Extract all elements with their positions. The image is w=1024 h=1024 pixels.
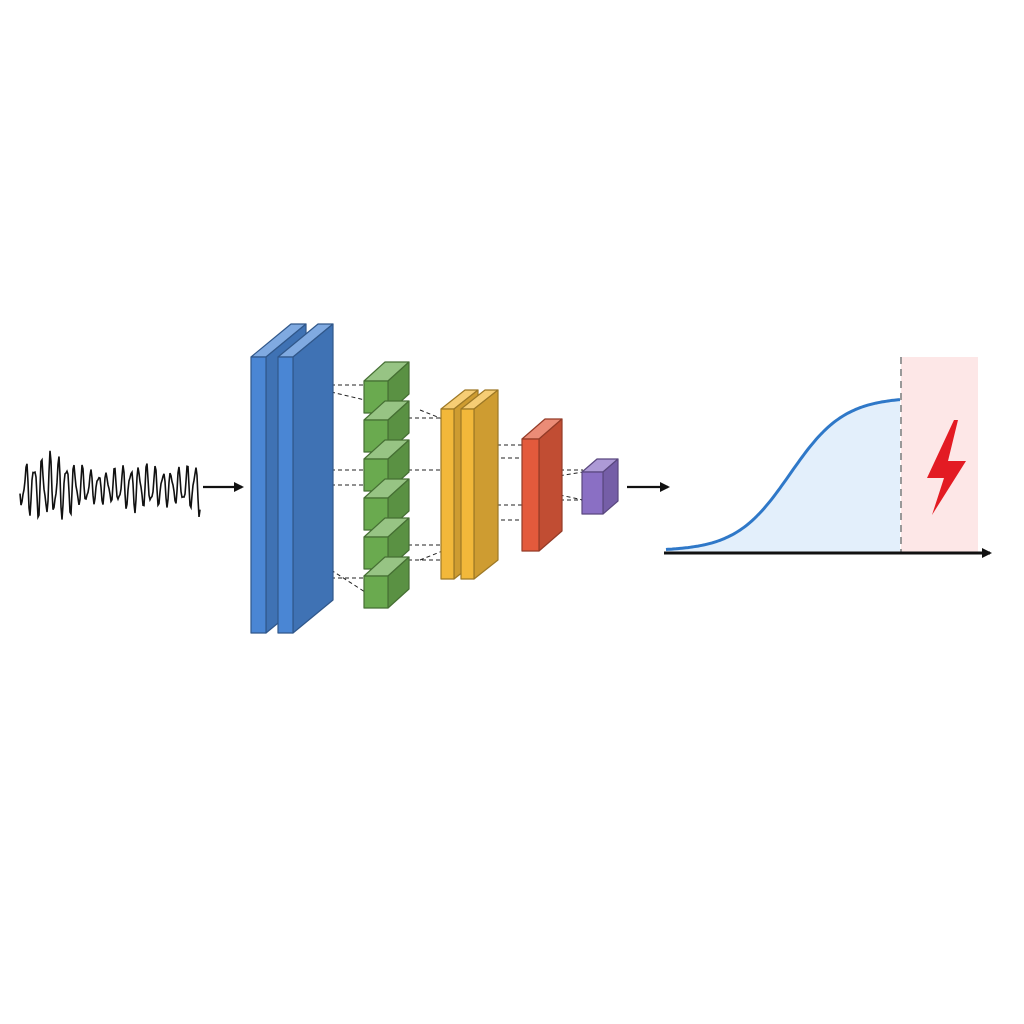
- feature-layer-block: [440, 389, 499, 580]
- sigmoid-curve: [665, 398, 901, 551]
- feature-slab-2-front: [460, 408, 475, 580]
- connector-line: [545, 471, 584, 479]
- lightning-icon: [927, 420, 966, 515]
- pool-cube-6-front: [363, 575, 389, 609]
- output-cube-front: [581, 471, 604, 515]
- output-node-block: [581, 458, 619, 515]
- connector-line: [330, 569, 366, 593]
- conv-slab-2-side: [292, 323, 334, 634]
- feature-slab-1-front: [440, 408, 455, 580]
- connector-line: [330, 391, 366, 401]
- pooling-layer-block: [363, 361, 410, 609]
- connector-line: [545, 491, 584, 501]
- conv-slab-2-front: [277, 356, 294, 634]
- dense-slab-front: [521, 438, 540, 552]
- waveform-icon: [19, 450, 201, 521]
- dense-slab-side: [538, 418, 563, 552]
- dense-layer-block: [521, 418, 563, 552]
- feature-slab-2-side: [473, 389, 499, 580]
- curve-area: [666, 399, 900, 553]
- conv-layer-block: [250, 323, 334, 634]
- conv-slab-1-front: [250, 356, 267, 634]
